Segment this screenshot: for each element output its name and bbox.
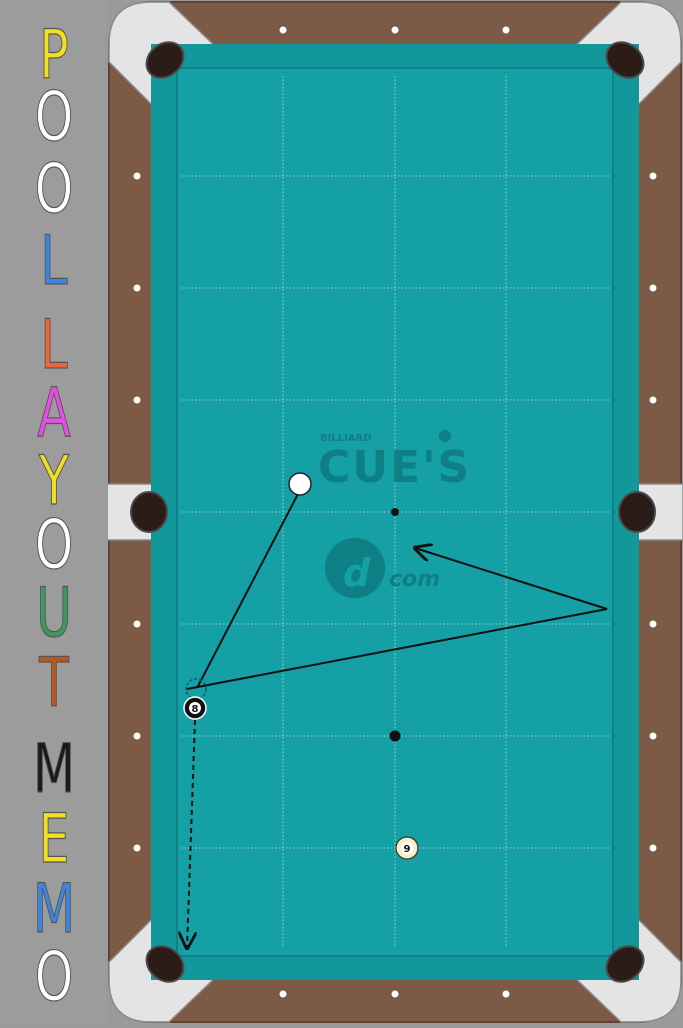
pockets xyxy=(130,41,656,983)
rail-diamonds xyxy=(133,26,657,998)
title-letter-10: T xyxy=(38,643,69,722)
eight-ball-label: 8 xyxy=(192,704,199,715)
pocket-side-left xyxy=(130,491,168,533)
eight-ball: 8 xyxy=(183,696,207,720)
pocket-top-left xyxy=(145,41,185,79)
title-letter-14: O xyxy=(35,937,74,1016)
pocket-side-right xyxy=(618,491,656,533)
cue-ball-path xyxy=(196,491,300,689)
watermark-logo-mark: d xyxy=(343,551,371,595)
shot-path xyxy=(186,491,608,948)
title-letter-3: O xyxy=(35,149,74,228)
cue-ball-rebound-path xyxy=(186,548,608,690)
title-letter-5: L xyxy=(40,305,67,384)
nine-ball-label: 9 xyxy=(404,844,411,855)
title-letter-7: Y xyxy=(38,441,69,520)
watermark-com: com xyxy=(389,567,440,592)
eight-ball-path xyxy=(187,719,195,948)
foot-spot xyxy=(389,730,401,742)
nine-ball: 9 xyxy=(395,836,419,860)
table-grid xyxy=(181,76,609,948)
title-letter-9: U xyxy=(36,573,72,652)
cue-ball xyxy=(288,472,312,496)
watermark-cues: CUE'S xyxy=(318,442,471,493)
title-letter-11: M xyxy=(33,729,75,808)
pool-table-diagram: BILLIARD CUE'S d com 8 9 xyxy=(106,1,683,1023)
title-letter-1: P xyxy=(39,15,69,94)
title-letter-2: O xyxy=(35,77,74,156)
title-letter-8: O xyxy=(35,505,74,584)
pocket-top-right xyxy=(605,41,645,79)
title-letter-4: L xyxy=(40,221,67,300)
pocket-bottom-left xyxy=(145,945,185,983)
head-spot xyxy=(391,508,399,516)
title-letter-13: M xyxy=(33,869,75,948)
watermark: BILLIARD CUE'S d com xyxy=(318,430,471,598)
watermark-billiard: BILLIARD xyxy=(320,433,372,444)
title-letter-6: A xyxy=(37,373,71,452)
pool-table: BILLIARD CUE'S d com 8 9 xyxy=(106,0,683,1024)
pocket-bottom-right xyxy=(605,945,645,983)
title-letter-12: E xyxy=(39,799,70,878)
